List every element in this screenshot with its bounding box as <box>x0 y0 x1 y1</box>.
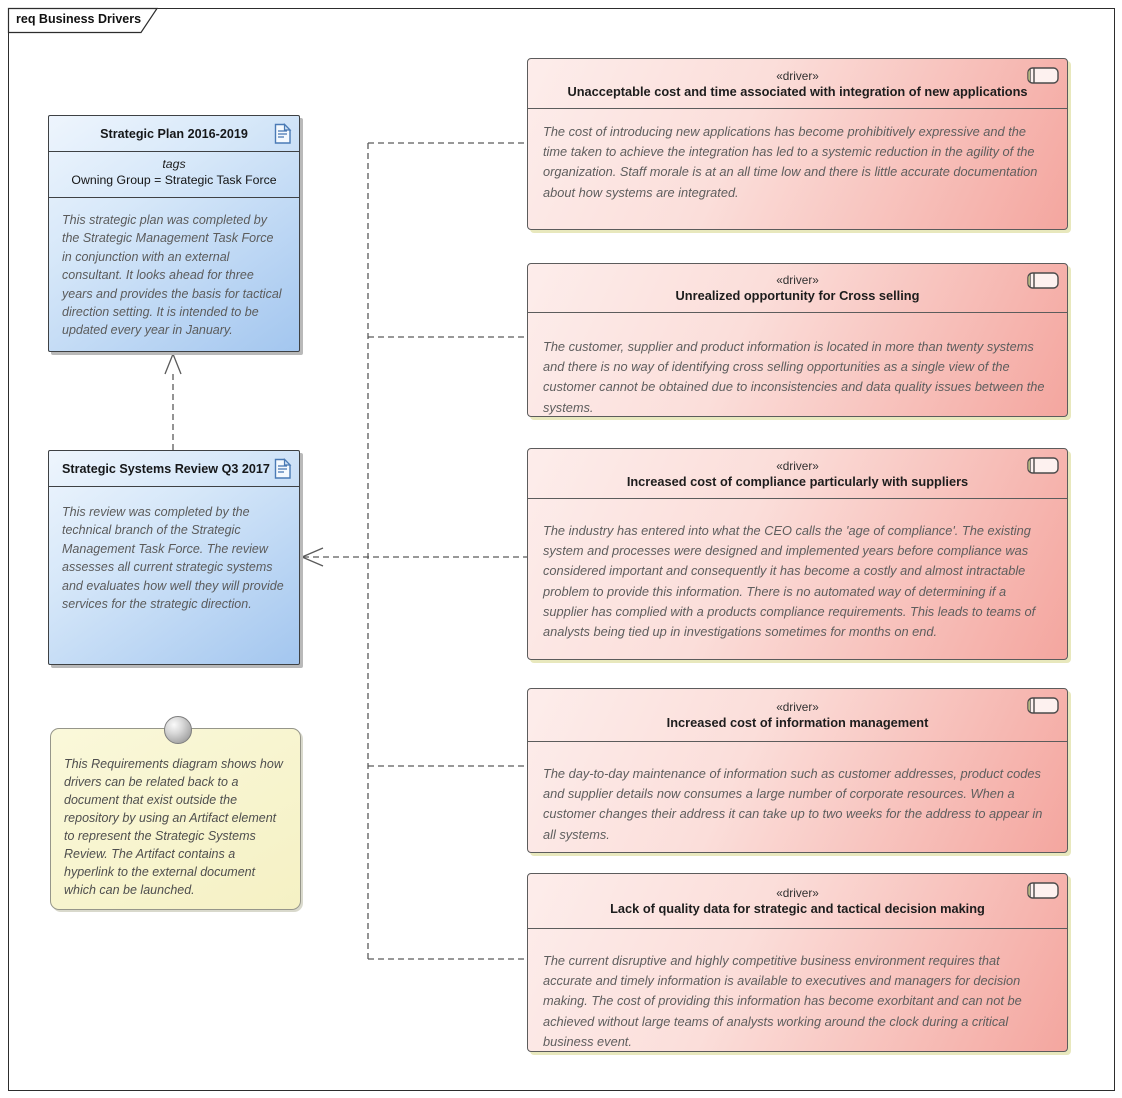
requirement-icon <box>1027 697 1059 719</box>
systems-review-title: Strategic Systems Review Q3 2017 <box>62 461 270 476</box>
driver-description: The current disruptive and highly compet… <box>543 953 1022 1049</box>
strategic-plan-title: Strategic Plan 2016-2019 <box>100 126 248 141</box>
driver-title: Lack of quality data for strategic and t… <box>610 901 985 916</box>
requirement-icon <box>1027 67 1059 89</box>
tags-label: tags <box>162 157 186 171</box>
driver-description: The cost of introducing new applications… <box>543 124 1038 200</box>
driver-description: The customer, supplier and product infor… <box>543 339 1045 415</box>
tag-owning-group: Owning Group = Strategic Task Force <box>71 173 277 187</box>
note-pin-icon <box>164 716 192 744</box>
driver-information-management-cost[interactable]: «driver» Increased cost of information m… <box>527 688 1068 853</box>
driver-stereotype: «driver» <box>776 458 819 473</box>
document-icon <box>273 458 292 485</box>
driver-stereotype: «driver» <box>776 700 819 714</box>
frame-tab-label: req Business Drivers <box>16 12 142 26</box>
driver-cross-selling[interactable]: «driver» Unrealized opportunity for Cros… <box>527 263 1068 417</box>
driver-title: Increased cost of information management <box>666 715 929 730</box>
strategic-plan-description: This strategic plan was completed by the… <box>62 213 282 338</box>
systems-review-description: This review was completed by the technic… <box>62 505 284 611</box>
artifact-systems-review[interactable]: Strategic Systems Review Q3 2017 This re… <box>48 450 300 665</box>
driver-data-quality[interactable]: «driver» Lack of quality data for strate… <box>527 873 1068 1052</box>
driver-integration-cost[interactable]: «driver» Unacceptable cost and time asso… <box>527 58 1068 230</box>
note-element[interactable]: This Requirements diagram shows how driv… <box>50 716 301 910</box>
driver-stereotype: «driver» <box>776 273 819 287</box>
driver-description: The day-to-day maintenance of informatio… <box>543 766 1043 842</box>
driver-compliance-cost[interactable]: «driver» Increased cost of compliance pa… <box>527 448 1068 660</box>
document-icon <box>273 123 292 150</box>
tags-compartment: tags Owning Group = Strategic Task Force <box>49 152 299 198</box>
driver-title: Unrealized opportunity for Cross selling <box>675 288 920 303</box>
requirement-icon <box>1027 882 1059 904</box>
diagram-frame <box>8 8 1115 1091</box>
artifact-strategic-plan[interactable]: Strategic Plan 2016-2019 tags Owning Gro… <box>48 115 300 352</box>
driver-description: The industry has entered into what the C… <box>543 523 1036 640</box>
requirement-icon <box>1027 457 1059 479</box>
driver-title: Unacceptable cost and time associated wi… <box>567 83 1028 99</box>
driver-stereotype: «driver» <box>776 68 819 83</box>
driver-title: Increased cost of compliance particularl… <box>626 473 969 489</box>
requirement-icon <box>1027 272 1059 294</box>
driver-stereotype: «driver» <box>776 886 819 900</box>
note-text: This Requirements diagram shows how driv… <box>64 757 283 897</box>
